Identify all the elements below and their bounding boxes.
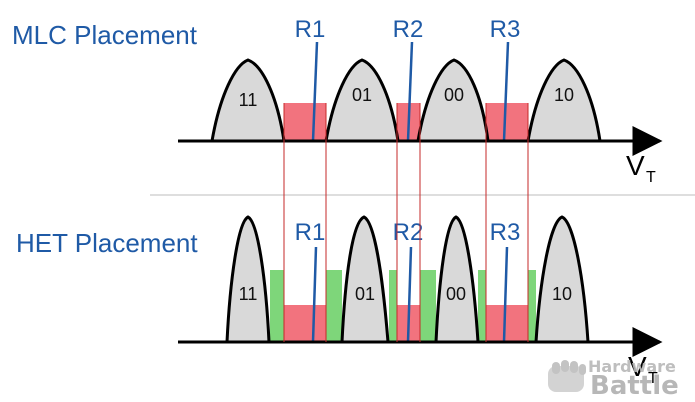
mlc-ref-label-r1: R1: [295, 16, 326, 43]
mlc-ref-line-r1: [311, 41, 319, 142]
het-ref-line-r3: [502, 246, 509, 343]
het-margin-green: [420, 270, 436, 342]
het-state-label: 01: [355, 284, 375, 304]
watermark-line1: Hardware: [588, 357, 676, 376]
mlc-ref-label-r2: R2: [393, 16, 424, 43]
het-state-00-distribution: [434, 215, 480, 343]
het-state-label: 11: [239, 284, 258, 304]
het-ref-line-r2: [406, 246, 413, 343]
het-ref-label-r2: R2: [393, 219, 424, 246]
het-ref-label-r1: R1: [295, 219, 326, 246]
het-state-01-distribution: [340, 215, 390, 343]
het-state-label: 00: [446, 284, 466, 304]
het-axis-subscript: T: [648, 370, 658, 387]
het-axis-label: V: [628, 351, 647, 382]
het-state-11-distribution: [225, 215, 271, 343]
mlc-axis-label: V: [626, 150, 645, 181]
het-margin-green: [478, 270, 486, 342]
het-ref-line-r1: [311, 246, 318, 343]
mlc-state-01-distribution: [324, 58, 400, 142]
mlc-title: MLC Placement: [12, 20, 198, 50]
het-margin-green: [270, 270, 284, 342]
mlc-ref-line-r2: [406, 41, 414, 142]
mlc-state-11-distribution: [210, 58, 286, 142]
het-margin-green: [528, 270, 536, 342]
het-margin-green: [389, 270, 397, 342]
mlc-state-label: 10: [554, 85, 574, 105]
mlc-state-label: 00: [444, 85, 464, 105]
het-state-10-distribution: [534, 215, 590, 343]
mlc-state-label: 11: [239, 90, 258, 110]
guide-lines: [283, 103, 529, 342]
mlc-axis-subscript: T: [646, 169, 656, 186]
het-state-label: 10: [552, 284, 572, 304]
mlc-section: MLC Placement 11 01 00 10 R1 R2 R3 V T: [12, 16, 663, 186]
het-ref-label-r3: R3: [490, 219, 521, 246]
het-margin-green: [326, 270, 342, 342]
watermark-line2: Battle: [590, 371, 679, 401]
watermark: Hardware Battle: [548, 357, 679, 401]
mlc-overlap-r1: [284, 103, 326, 141]
mlc-state-10-distribution: [526, 58, 602, 142]
mlc-state-00-distribution: [416, 58, 490, 142]
het-overlap-r3: [486, 305, 528, 342]
het-overlap-r1: [284, 305, 326, 342]
mlc-state-label: 01: [352, 85, 372, 105]
mlc-ref-label-r3: R3: [490, 16, 521, 43]
mlc-overlap-r3: [486, 103, 528, 141]
mlc-ref-line-r3: [502, 41, 510, 142]
het-title: HET Placement: [16, 228, 198, 258]
fist-icon: [548, 360, 586, 392]
het-section: HET Placement 11 01 00 10 R1 R2 R3 V T: [16, 215, 663, 387]
